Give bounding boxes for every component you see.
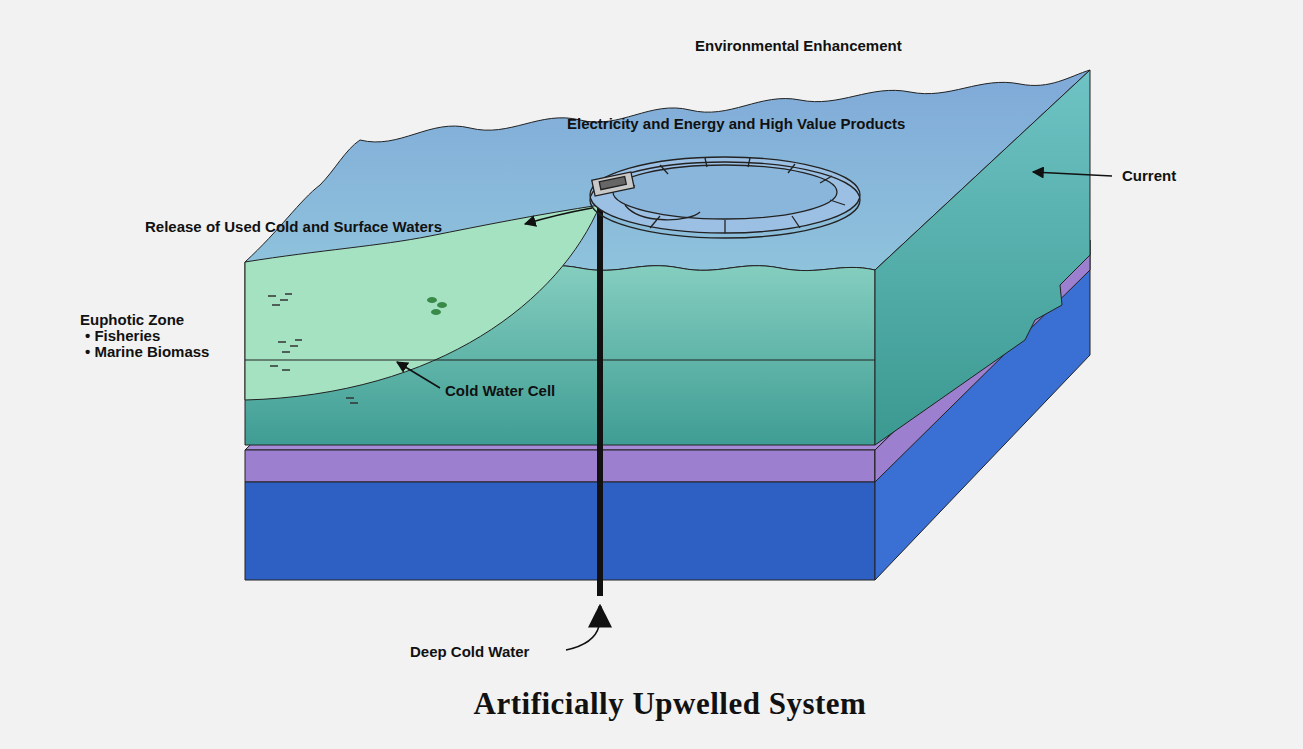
deep-water-label: Deep Cold Water	[410, 643, 529, 660]
current-arrow	[1033, 172, 1112, 176]
release-label: Release of Used Cold and Surface Waters	[145, 218, 442, 235]
cell-label: Cold Water Cell	[445, 382, 555, 399]
ring-platform	[590, 157, 860, 238]
inflow-arrow	[599, 606, 602, 622]
surface-label: Electricity and Energy and High Value Pr…	[567, 115, 905, 132]
zone-label: Euphotic Zone	[80, 311, 184, 328]
zone-item: • Marine Biomass	[85, 343, 209, 360]
diagram-title: Artificially Upwelled System	[474, 686, 867, 722]
deep-water-leader	[566, 626, 599, 650]
cold-water-pipe	[597, 200, 603, 596]
top-label: Environmental Enhancement	[695, 37, 902, 54]
current-label: Current	[1122, 167, 1176, 184]
water-block	[245, 70, 1090, 445]
fish-marks	[268, 294, 358, 403]
zone-item: • Fisheries	[85, 327, 160, 344]
algae-marks	[427, 297, 447, 315]
cold-cell-arrow	[397, 362, 440, 388]
release-arrow	[525, 208, 592, 224]
